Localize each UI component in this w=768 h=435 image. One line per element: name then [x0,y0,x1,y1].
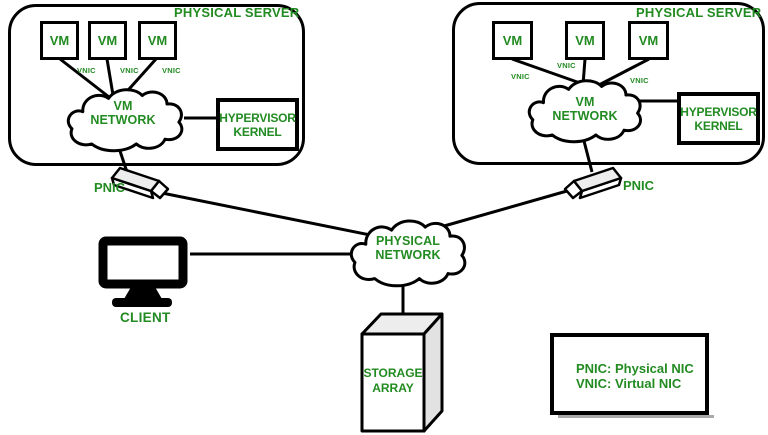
vnic-label: VNIC [120,66,139,75]
line-pnic-right-physical-network [429,187,575,232]
legend-line-vnic: VNIC: Virtual NIC [576,375,682,391]
vnic-label: VNIC [511,72,530,81]
line-vm3-cloud-right [596,57,650,88]
vm-box: VM [138,21,177,60]
vnic-label: VNIC [557,61,576,70]
client-monitor-icon [98,236,188,307]
legend-shadow [558,415,714,418]
vm-box: VM [628,21,669,60]
pnic-label-right: PNIC [623,178,655,193]
line-vm1-cloud-right [511,57,581,85]
vm-label: VM [638,33,659,48]
line-cloud-pnic-left [117,147,129,173]
physical-server-title-left: PHYSICAL SERVER [174,5,300,20]
vm-label: VM [502,33,523,48]
vm-box: VM [492,21,533,60]
hypervisor-kernel-box-right: HYPERVISOR KERNEL [677,92,760,145]
physical-server-box-left [8,4,305,166]
storage-array-label: STORAGE ARRAY [363,366,423,395]
legend-box: PNIC: Physical NIC VNIC: Virtual NIC [550,333,709,415]
client-label: CLIENT [120,310,171,325]
vnic-label: VNIC [77,66,96,75]
legend-line-pnic: PNIC: Physical NIC [576,361,694,376]
vm-label: VM [97,33,118,48]
vm-label: VM [147,33,168,48]
pnic-label-left: PNIC [94,180,126,195]
vm-box: VM [88,21,127,60]
vm-network-label-left: VM NETWORK [90,99,156,127]
pnic-shape-right [563,166,623,200]
physical-network-label: PHYSICAL NETWORK [375,234,441,262]
storage-array-shape [360,312,444,433]
vnic-label: VNIC [630,76,649,85]
vnic-label: VNIC [162,66,181,75]
vm-network-label-right: VM NETWORK [552,95,618,123]
vm-box: VM [40,21,79,60]
line-vm1-cloud-left [59,57,110,99]
line-cloud-pnic-right [582,140,594,173]
vm-network-cloud-left [68,90,182,151]
pnic-shape-left [110,166,170,200]
vm-label: VM [49,33,70,48]
vm-network-cloud-right [529,81,640,142]
physical-server-box-right [452,2,765,165]
vm-box: VM [565,21,605,60]
physical-server-title-right: PHYSICAL SERVER [636,5,762,20]
line-vm2-cloud-left [105,58,115,96]
physical-network-cloud [351,221,465,286]
hypervisor-kernel-box-left: HYPERVISOR KERNEL [216,98,299,151]
vm-label: VM [575,33,595,48]
